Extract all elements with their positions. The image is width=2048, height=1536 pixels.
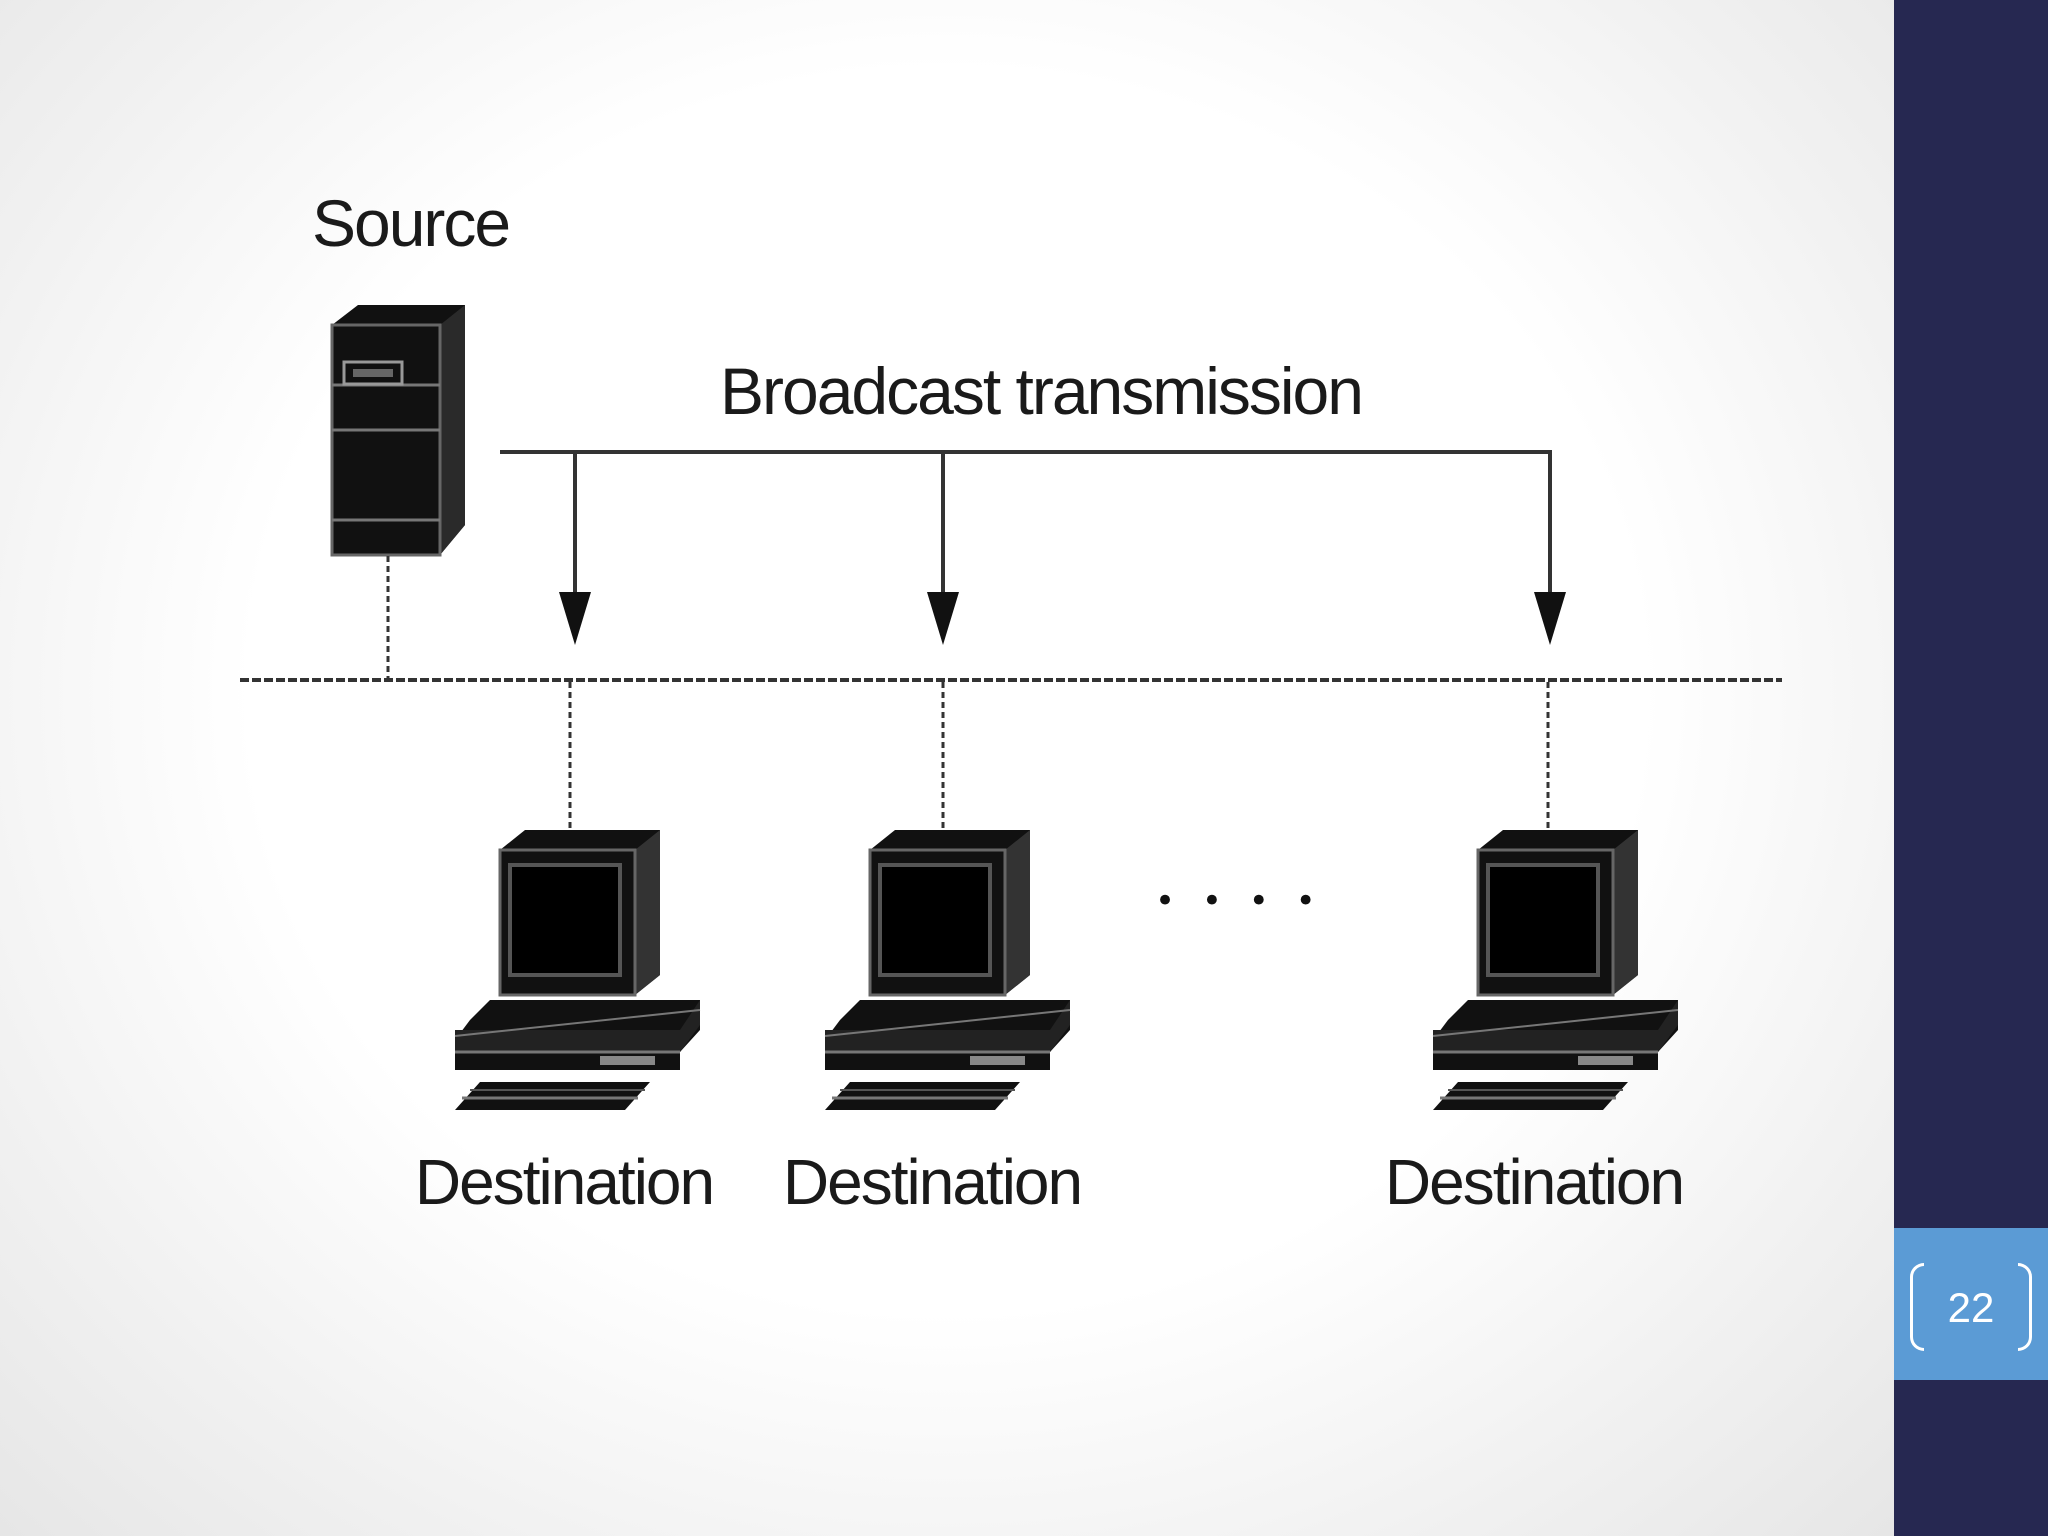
- destination-label: Destination: [782, 1146, 1083, 1218]
- arrow-head: [927, 592, 959, 645]
- source-label: Source: [312, 186, 511, 260]
- broadcast-label: Broadcast transmission: [720, 354, 1364, 428]
- destination-label: Destination: [414, 1146, 715, 1218]
- broadcast-diagram: • • • •: [240, 305, 1782, 1112]
- arrow-heads: [559, 592, 1566, 645]
- page-number: 22: [1947, 1284, 1995, 1331]
- arrow-head: [559, 592, 591, 645]
- computer-icon: [1431, 828, 1680, 1112]
- page-number-box: [1894, 1228, 2048, 1380]
- destination-label: Destination: [1384, 1146, 1685, 1218]
- ellipsis: • • • •: [1155, 881, 1324, 921]
- page-bracket-left: [1910, 1263, 1924, 1351]
- computer-icon: [823, 828, 1072, 1112]
- destination-drop-lines: [568, 682, 1550, 830]
- computer-icon: [453, 828, 702, 1112]
- arrow-head: [1534, 592, 1566, 645]
- page-bracket-right: [2018, 1263, 2032, 1351]
- broadcast-arrows: [500, 450, 1552, 610]
- server-icon: [330, 305, 465, 557]
- slide-canvas: [0, 0, 1894, 1536]
